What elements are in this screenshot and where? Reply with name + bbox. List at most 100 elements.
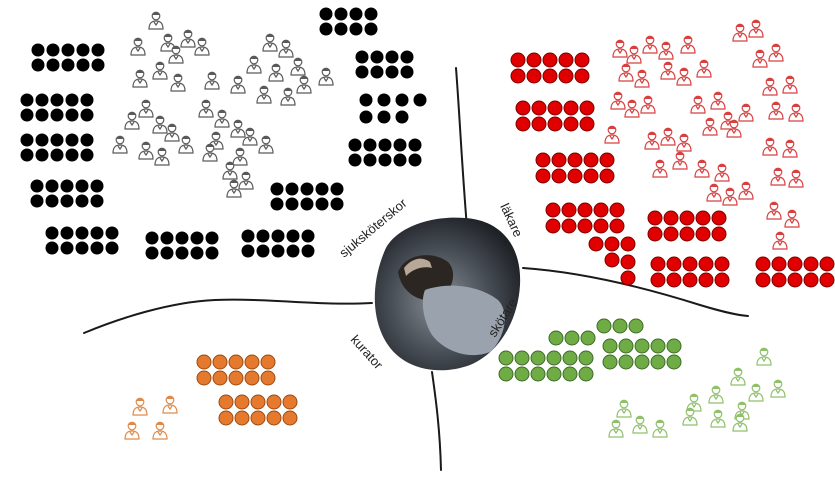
person-dot <box>667 355 681 369</box>
person-dot <box>696 227 710 241</box>
person-icon <box>677 68 691 85</box>
person-dot <box>648 227 662 241</box>
person-dot <box>91 242 104 255</box>
person-icon <box>239 172 253 189</box>
person-dot <box>804 273 818 287</box>
person-dot <box>251 395 265 409</box>
person-icon <box>231 120 245 137</box>
person-dot <box>499 367 513 381</box>
person-icon <box>645 132 659 149</box>
person-dot <box>575 53 589 67</box>
person-dot <box>360 94 373 107</box>
person-dot <box>31 195 44 208</box>
person-dot <box>680 227 694 241</box>
person-dot <box>62 59 75 72</box>
attendants-dots <box>499 319 681 381</box>
person-dot <box>302 230 315 243</box>
person-icon <box>269 64 283 81</box>
person-dot <box>580 101 594 115</box>
person-icon <box>199 100 213 117</box>
person-icon <box>749 20 763 37</box>
person-dot <box>579 367 593 381</box>
person-dot <box>47 59 60 72</box>
person-icon <box>643 36 657 53</box>
person-dot <box>272 245 285 258</box>
person-dot <box>349 139 362 152</box>
person-dot <box>531 367 545 381</box>
person-dot <box>600 169 614 183</box>
person-dot <box>36 134 49 147</box>
person-dot <box>396 111 409 124</box>
person-icon <box>133 398 147 415</box>
person-icon <box>617 400 631 417</box>
person-icon <box>661 62 675 79</box>
person-dot <box>575 69 589 83</box>
person-icon <box>695 160 709 177</box>
person-dot <box>76 227 89 240</box>
person-dot <box>548 117 562 131</box>
person-dot <box>379 139 392 152</box>
person-icon <box>609 420 623 437</box>
person-icon <box>149 12 163 29</box>
person-icon <box>771 168 785 185</box>
person-dot <box>32 59 45 72</box>
person-dot <box>772 273 786 287</box>
person-dot <box>584 153 598 167</box>
person-dot <box>287 245 300 258</box>
person-dot <box>532 117 546 131</box>
person-dot <box>394 154 407 167</box>
person-dot <box>409 139 422 152</box>
person-dot <box>610 203 624 217</box>
person-dot <box>51 109 64 122</box>
person-dot <box>610 219 624 233</box>
person-dot <box>21 134 34 147</box>
person-dot <box>772 257 786 271</box>
person-dot <box>600 153 614 167</box>
person-dot <box>272 230 285 243</box>
person-dot <box>579 351 593 365</box>
person-dot <box>568 153 582 167</box>
person-dot <box>788 257 802 271</box>
person-dot <box>219 395 233 409</box>
person-dot <box>245 371 259 385</box>
person-dot <box>546 203 560 217</box>
person-dot <box>548 101 562 115</box>
person-dot <box>603 355 617 369</box>
person-dot <box>756 257 770 271</box>
person-dot <box>516 101 530 115</box>
person-icon <box>789 104 803 121</box>
person-icon <box>153 422 167 439</box>
person-icon <box>789 170 803 187</box>
person-dot <box>371 66 384 79</box>
person-dot <box>667 257 681 271</box>
person-dot <box>364 139 377 152</box>
person-dot <box>364 154 377 167</box>
person-icon <box>257 86 271 103</box>
person-dot <box>36 94 49 107</box>
person-dot <box>621 237 635 251</box>
person-dot <box>527 53 541 67</box>
person-dot <box>356 66 369 79</box>
person-dot <box>331 198 344 211</box>
person-dot <box>77 59 90 72</box>
person-icon <box>659 42 673 59</box>
person-dot <box>287 230 300 243</box>
person-icon <box>259 136 273 153</box>
person-dot <box>680 211 694 225</box>
person-dot <box>61 180 74 193</box>
person-dot <box>267 411 281 425</box>
person-dot <box>559 69 573 83</box>
person-icon <box>619 64 633 81</box>
person-dot <box>543 53 557 67</box>
person-dot <box>21 94 34 107</box>
person-dot <box>349 154 362 167</box>
person-dot <box>651 355 665 369</box>
person-dot <box>651 339 665 353</box>
person-dot <box>206 232 219 245</box>
person-icon <box>707 184 721 201</box>
person-icon <box>785 210 799 227</box>
person-dot <box>106 227 119 240</box>
person-dot <box>46 242 59 255</box>
person-dot <box>543 69 557 83</box>
